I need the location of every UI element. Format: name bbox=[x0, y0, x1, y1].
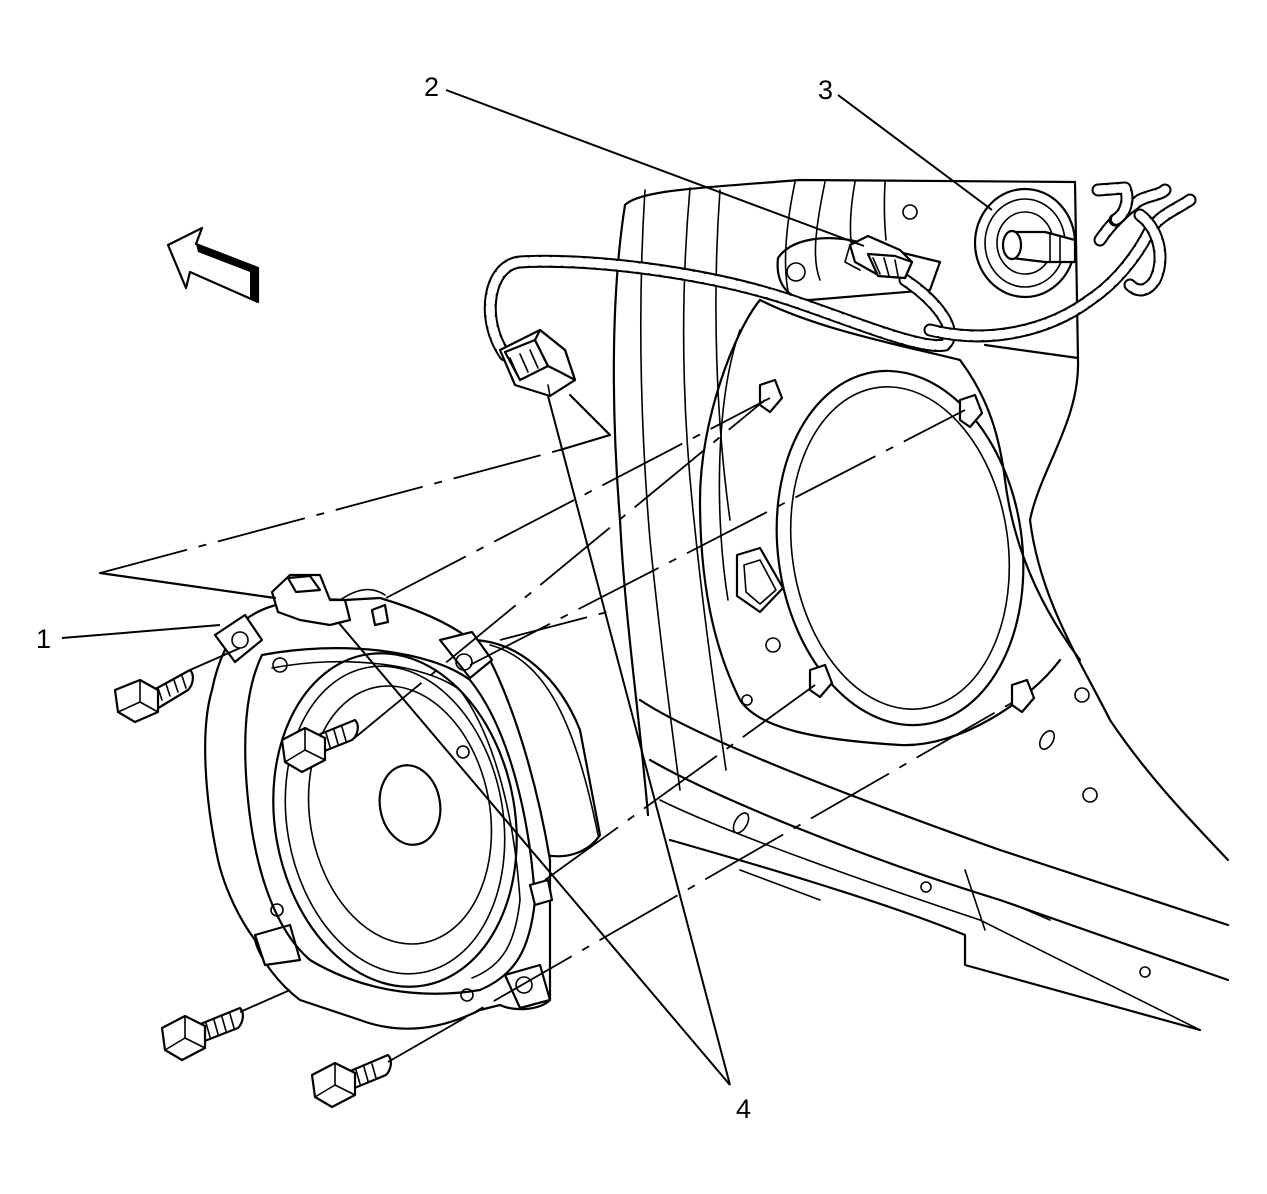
alignment-lines bbox=[98, 393, 1023, 1063]
callout-3: 3 bbox=[818, 75, 833, 105]
speaker-icon bbox=[204, 573, 602, 1030]
forward-arrow-icon bbox=[166, 226, 260, 304]
door-harness-connector-icon bbox=[844, 234, 914, 280]
wire-harness bbox=[483, 181, 1197, 362]
door-inner-panel bbox=[612, 178, 1230, 1032]
callout-4: 4 bbox=[736, 1094, 751, 1124]
callout-1: 1 bbox=[36, 624, 51, 654]
callout-2: 2 bbox=[424, 72, 439, 102]
leader-lines bbox=[61, 89, 993, 1086]
harness-connector-icon bbox=[498, 328, 577, 398]
grommet-icon bbox=[973, 187, 1077, 299]
retainer-clips bbox=[758, 378, 1036, 714]
bolt-icon bbox=[113, 668, 392, 1109]
